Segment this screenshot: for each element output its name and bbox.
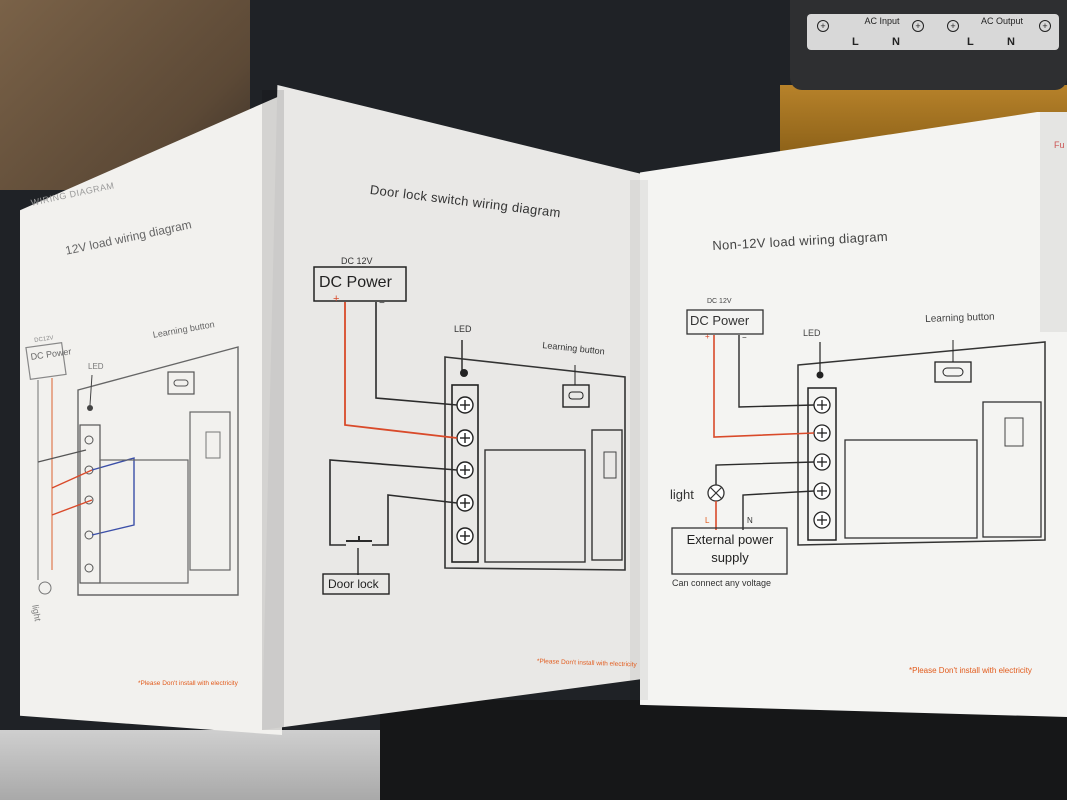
ac-input-n: N bbox=[892, 36, 900, 48]
mid-wire-negative bbox=[375, 302, 458, 406]
terminal-screw-icon: + bbox=[947, 20, 959, 32]
mid-plus: + bbox=[333, 293, 340, 305]
mid-wire-positive bbox=[344, 302, 458, 439]
device-terminal-strip: + AC Input L N + + AC Output L N + bbox=[807, 14, 1059, 50]
left-light-icon bbox=[38, 581, 52, 595]
right-led-label: LED bbox=[803, 328, 821, 338]
relay-device: + AC Input L N + + AC Output L N + bbox=[790, 0, 1067, 90]
ac-input-l: L bbox=[852, 36, 859, 48]
mid-module bbox=[444, 356, 626, 571]
left-wire-blue bbox=[91, 457, 135, 536]
right-minus: − bbox=[742, 333, 747, 342]
right-dc-power-label: DC Power bbox=[690, 313, 750, 328]
mid-wire-lock-1 bbox=[329, 459, 458, 546]
mid-terminal-block bbox=[451, 384, 479, 563]
right-external-power-label: External power supply bbox=[686, 532, 774, 565]
right-wire-negative bbox=[738, 335, 815, 408]
fold-shadow-right bbox=[630, 180, 648, 700]
left-warning: *Please Don't install with electricity bbox=[138, 680, 238, 687]
white-box-edge bbox=[0, 730, 400, 800]
terminal-screw-icon: + bbox=[1039, 20, 1051, 32]
mid-side-box bbox=[591, 429, 623, 561]
left-led-dot bbox=[87, 405, 93, 411]
right-dc-voltage: DC 12V bbox=[707, 298, 732, 305]
mid-learning-button-box bbox=[562, 384, 590, 408]
right-led-dot bbox=[816, 371, 824, 379]
terminal-screw-icon: + bbox=[912, 20, 924, 32]
mid-coil bbox=[603, 451, 617, 479]
ac-input-label: AC Input bbox=[864, 16, 900, 26]
left-dc-power-box bbox=[25, 341, 67, 381]
right-dc-power-box bbox=[686, 309, 764, 335]
right-wire-light bbox=[715, 461, 815, 485]
next-page-text: Fu bbox=[1054, 140, 1065, 150]
mid-minus: − bbox=[379, 298, 385, 309]
mid-relay bbox=[484, 449, 586, 563]
left-learning-button bbox=[173, 379, 189, 387]
next-page-edge: Fu bbox=[1040, 112, 1067, 332]
mid-dc-power-label: DC Power bbox=[319, 274, 392, 291]
right-learning-button bbox=[942, 367, 964, 377]
right-side-box bbox=[982, 401, 1042, 538]
left-learning-button-box bbox=[167, 371, 195, 395]
right-module bbox=[797, 341, 1046, 546]
right-wire-n bbox=[742, 490, 815, 530]
right-diagram bbox=[671, 309, 1046, 575]
terminal-screw-icon: + bbox=[817, 20, 829, 32]
left-coil bbox=[205, 431, 221, 459]
mid-wire-lock-2 bbox=[372, 494, 458, 546]
right-wire-positive bbox=[713, 335, 815, 438]
mid-led-dot bbox=[460, 369, 468, 377]
right-n-label: N bbox=[747, 516, 753, 525]
mid-led-label: LED bbox=[454, 324, 472, 334]
left-wire bbox=[51, 469, 93, 489]
right-terminal-block bbox=[807, 387, 837, 541]
right-plus: + bbox=[705, 332, 710, 341]
right-external-power-box bbox=[671, 527, 788, 575]
fold-shadow-left bbox=[262, 90, 284, 730]
mid-dc-voltage: DC 12V bbox=[341, 256, 373, 266]
right-coil bbox=[1004, 417, 1024, 447]
ac-output-label: AC Output bbox=[980, 16, 1024, 26]
left-module bbox=[77, 346, 239, 596]
left-side-box bbox=[189, 411, 231, 571]
middle-diagram bbox=[313, 266, 626, 595]
left-wire bbox=[51, 499, 93, 516]
mid-dc-power-box bbox=[313, 266, 407, 302]
mid-learning-button bbox=[568, 391, 584, 400]
right-warning: *Please Don't install with electricity bbox=[909, 666, 1032, 675]
right-learning-button-box bbox=[934, 361, 972, 383]
right-light-label: light bbox=[670, 487, 694, 502]
left-terminal bbox=[84, 530, 94, 540]
left-diagram bbox=[25, 341, 239, 596]
right-can-connect-label: Can connect any voltage bbox=[672, 578, 772, 588]
right-l-label: L bbox=[705, 516, 710, 525]
mid-door-lock-box bbox=[322, 573, 390, 595]
left-terminal bbox=[84, 495, 94, 505]
left-wire bbox=[37, 449, 87, 463]
left-terminal bbox=[84, 435, 94, 445]
ac-output-n: N bbox=[1007, 36, 1015, 48]
left-led-label: LED bbox=[88, 362, 104, 371]
right-page bbox=[640, 112, 1067, 717]
mid-door-lock-label: Door lock bbox=[328, 577, 379, 591]
right-relay bbox=[844, 439, 978, 539]
dark-surface bbox=[380, 700, 1067, 800]
left-led-lead bbox=[89, 374, 93, 406]
ac-output-l: L bbox=[967, 36, 974, 48]
left-terminal bbox=[84, 563, 94, 573]
left-relay bbox=[99, 459, 189, 584]
